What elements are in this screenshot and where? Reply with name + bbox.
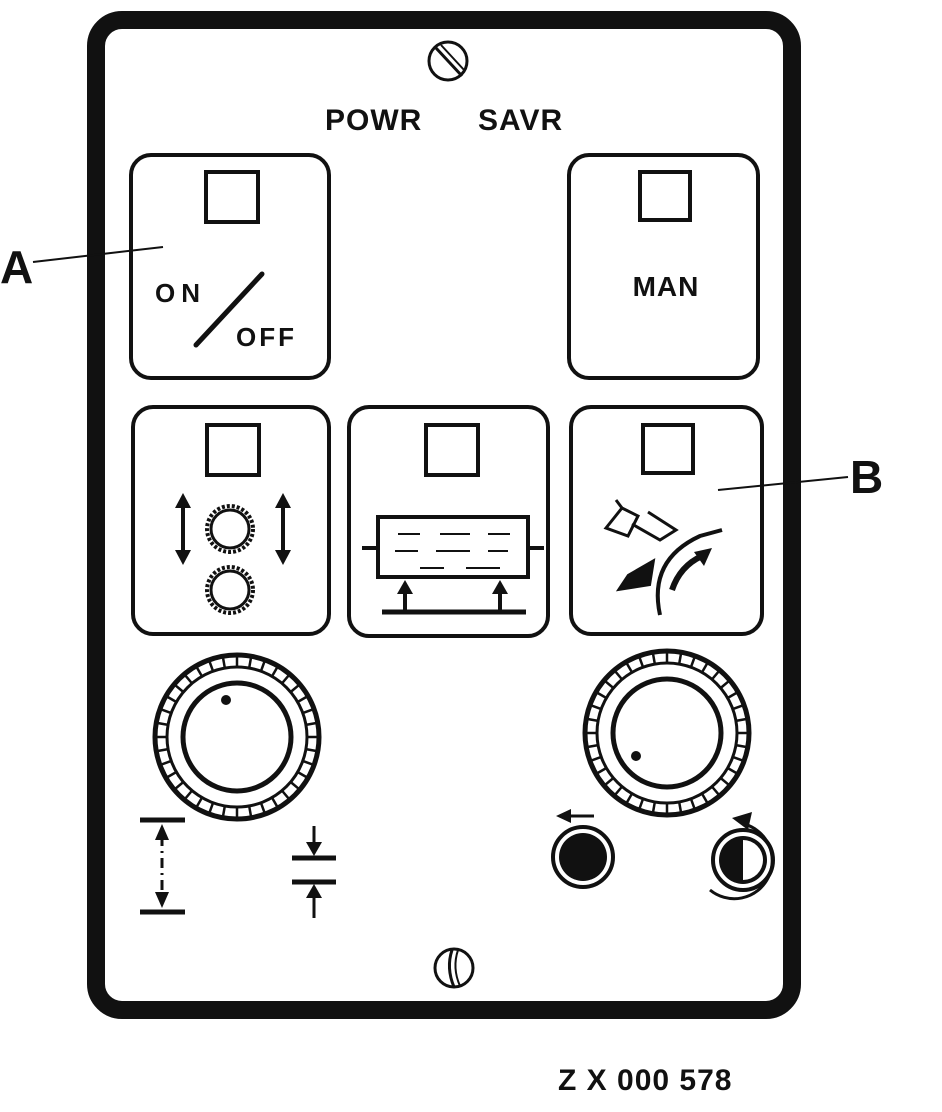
up-down-arrow-left-icon	[175, 493, 191, 565]
manual-label: MAN	[633, 271, 700, 302]
cutter-button[interactable]	[569, 405, 764, 636]
right-adjust-knob[interactable]	[582, 648, 752, 818]
figure-code: Z X 000 578	[558, 1064, 732, 1097]
reservoir-roller-icon	[362, 515, 544, 615]
gap-close-icon	[292, 826, 336, 918]
gap-open-icon	[140, 817, 185, 915]
on-off-slash	[193, 271, 265, 348]
bottom-screw-icon	[433, 947, 475, 989]
roller-adjust-button[interactable]	[131, 405, 331, 636]
on-off-indicator-lamp	[204, 170, 260, 224]
reservoir-lift-button[interactable]	[347, 405, 550, 638]
panel-title-right: SAVR	[478, 104, 563, 137]
manual-indicator-lamp	[638, 170, 692, 222]
on-off-button[interactable]: ON OFF	[129, 153, 331, 380]
off-label: OFF	[236, 322, 297, 352]
left-knob-pointer-dot	[221, 695, 231, 705]
panel-title-left: POWR	[325, 104, 422, 137]
up-down-arrow-right-icon	[275, 493, 291, 565]
reservoir-indicator-lamp	[424, 423, 480, 477]
right-knob-knurl-ring	[585, 651, 749, 815]
callout-b-label: B	[850, 451, 883, 503]
reverse-rotation-indicator[interactable]	[551, 809, 615, 889]
forward-rotation-indicator[interactable]	[709, 812, 775, 901]
roller-indicator-lamp	[205, 423, 261, 477]
cutter-rotation-icon	[603, 499, 723, 616]
callout-b: B	[717, 451, 883, 503]
on-label: ON	[155, 278, 206, 308]
manual-button[interactable]: MAN	[567, 153, 760, 380]
right-knob-pointer-dot	[631, 751, 641, 761]
top-screw-icon	[427, 40, 469, 82]
callout-a: A	[0, 241, 164, 293]
rollers-icon	[205, 504, 255, 615]
left-adjust-knob[interactable]	[152, 652, 322, 822]
cutter-indicator-lamp	[641, 423, 695, 475]
callout-a-label: A	[0, 241, 33, 293]
left-knob-knurl-ring	[155, 655, 319, 819]
